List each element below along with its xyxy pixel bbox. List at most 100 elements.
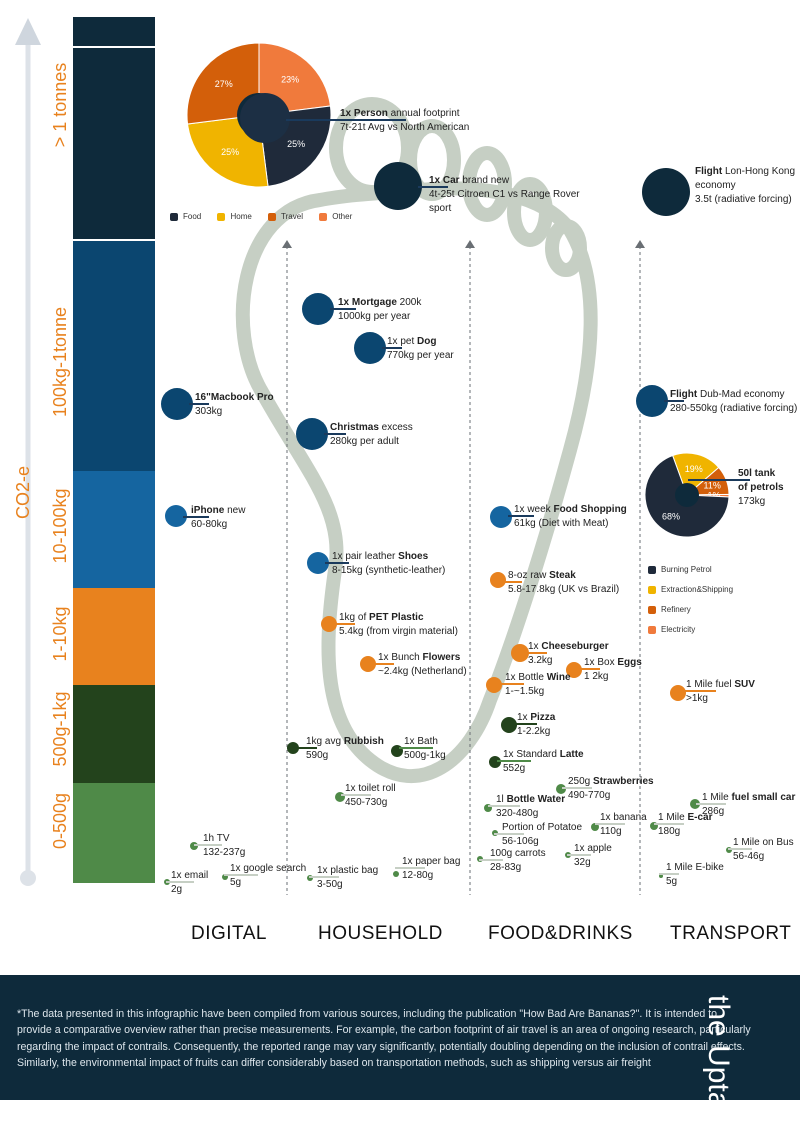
item-marker [321, 616, 337, 632]
item-underline [479, 859, 503, 861]
item-marker [307, 875, 313, 881]
item-underline [525, 652, 547, 654]
pie-center [675, 483, 699, 507]
item-underline [497, 760, 531, 762]
item-underline [494, 833, 524, 835]
item-marker [335, 792, 345, 802]
item-marker [296, 418, 328, 450]
item-marker [484, 804, 492, 812]
item-marker [360, 656, 376, 672]
legend-item: Burning Petrol [648, 560, 733, 580]
item-marker [490, 506, 512, 528]
category-label-food-drinks: FOOD&DRINKS [488, 923, 633, 944]
legend-item: Travel [268, 212, 303, 221]
legend-item: Home [217, 212, 252, 221]
item-underline [502, 581, 522, 583]
item-marker [165, 505, 187, 527]
pie-slice-label: 11% [704, 480, 721, 490]
item-underline [286, 119, 406, 121]
item-marker [240, 93, 290, 143]
item-marker [501, 717, 517, 733]
axis-origin [20, 870, 36, 886]
footer-disclaimer: *The data presented in this infographic … [17, 1008, 751, 1070]
item-marker [287, 742, 299, 754]
category-guides [286, 246, 641, 895]
item-underline [330, 308, 356, 310]
item-underline [189, 403, 209, 405]
item-underline [295, 747, 317, 749]
band-100kg-1tonne [73, 241, 155, 471]
item-underline [513, 723, 537, 725]
petrol-breakdown-pie: 19%11%1%68% [644, 452, 730, 538]
item-marker [161, 388, 193, 420]
item-marker [393, 871, 399, 877]
item-label: 1x Bunch Flowers~2.4kg (Netherland) [378, 652, 467, 677]
item-marker [556, 784, 566, 794]
band-1-10kg [73, 588, 155, 685]
item-marker [302, 293, 334, 325]
item-marker [670, 685, 686, 701]
item-underline [333, 623, 355, 625]
item-underline [325, 562, 349, 564]
item-underline [498, 683, 524, 685]
item-underline [166, 881, 194, 883]
legend-item: Refinery [648, 600, 733, 620]
band-500g-1kg [73, 685, 155, 783]
legend-item: Extraction&Shipping [648, 580, 733, 600]
item-marker [566, 662, 582, 678]
item-underline [395, 867, 425, 869]
band-over-1-tonne [73, 48, 155, 239]
item-underline [488, 805, 520, 807]
item-underline [309, 876, 339, 878]
item-underline [194, 844, 222, 846]
item-underline [578, 668, 600, 670]
background-graphics [15, 18, 645, 895]
pie-slice-label: 25% [221, 147, 239, 157]
category-label-household: HOUSEHOLD [318, 923, 443, 944]
item-marker [690, 799, 700, 809]
item-marker [354, 332, 386, 364]
item-underline [183, 516, 209, 518]
item-underline [682, 690, 716, 692]
item-underline [728, 848, 752, 850]
item-marker [222, 874, 228, 880]
axis-arrow-head [15, 18, 41, 45]
band-10-100kg [73, 471, 155, 588]
item-underline [341, 794, 371, 796]
item-underline [324, 433, 346, 435]
axis-label: CO2-e [13, 465, 34, 520]
footer [0, 975, 800, 1100]
item-underline [399, 747, 433, 749]
item-marker [726, 847, 732, 853]
person-pie-legend: Food Home Travel Other [170, 212, 352, 221]
